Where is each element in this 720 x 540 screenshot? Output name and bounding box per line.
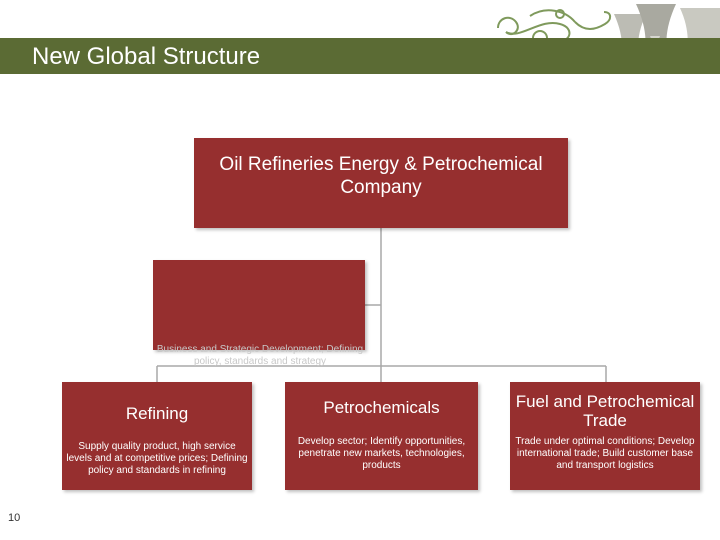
page-number: 10 [8,512,21,524]
division-box-refining: Refining Supply quality product, high se… [62,382,252,490]
division-description: Trade under optimal conditions; Develop … [515,436,695,471]
division-title: Petrochemicals [323,398,440,417]
org-root-label: Oil Refineries Energy & Petrochemical Co… [219,154,543,198]
division-description: Supply quality product, high service lev… [66,441,248,476]
division-description: Develop sector; Identify opportunities, … [297,436,466,471]
division-title: Refining [125,404,189,423]
title-bar: New Global Structure [0,38,720,74]
division-title: Fuel and Petrochemical Trade [515,392,695,430]
strategic-development-box [153,260,365,350]
green-swirl-ornament [497,9,612,50]
division-box-trade: Fuel and Petrochemical Trade Trade under… [510,382,700,490]
division-box-petrochemicals: Petrochemicals Develop sector; Identify … [285,382,478,490]
slide-title: New Global Structure [32,43,261,70]
strategic-development-description: Business and Strategic Development; Defi… [156,344,364,367]
org-root-box: Oil Refineries Energy & Petrochemical Co… [194,138,568,228]
